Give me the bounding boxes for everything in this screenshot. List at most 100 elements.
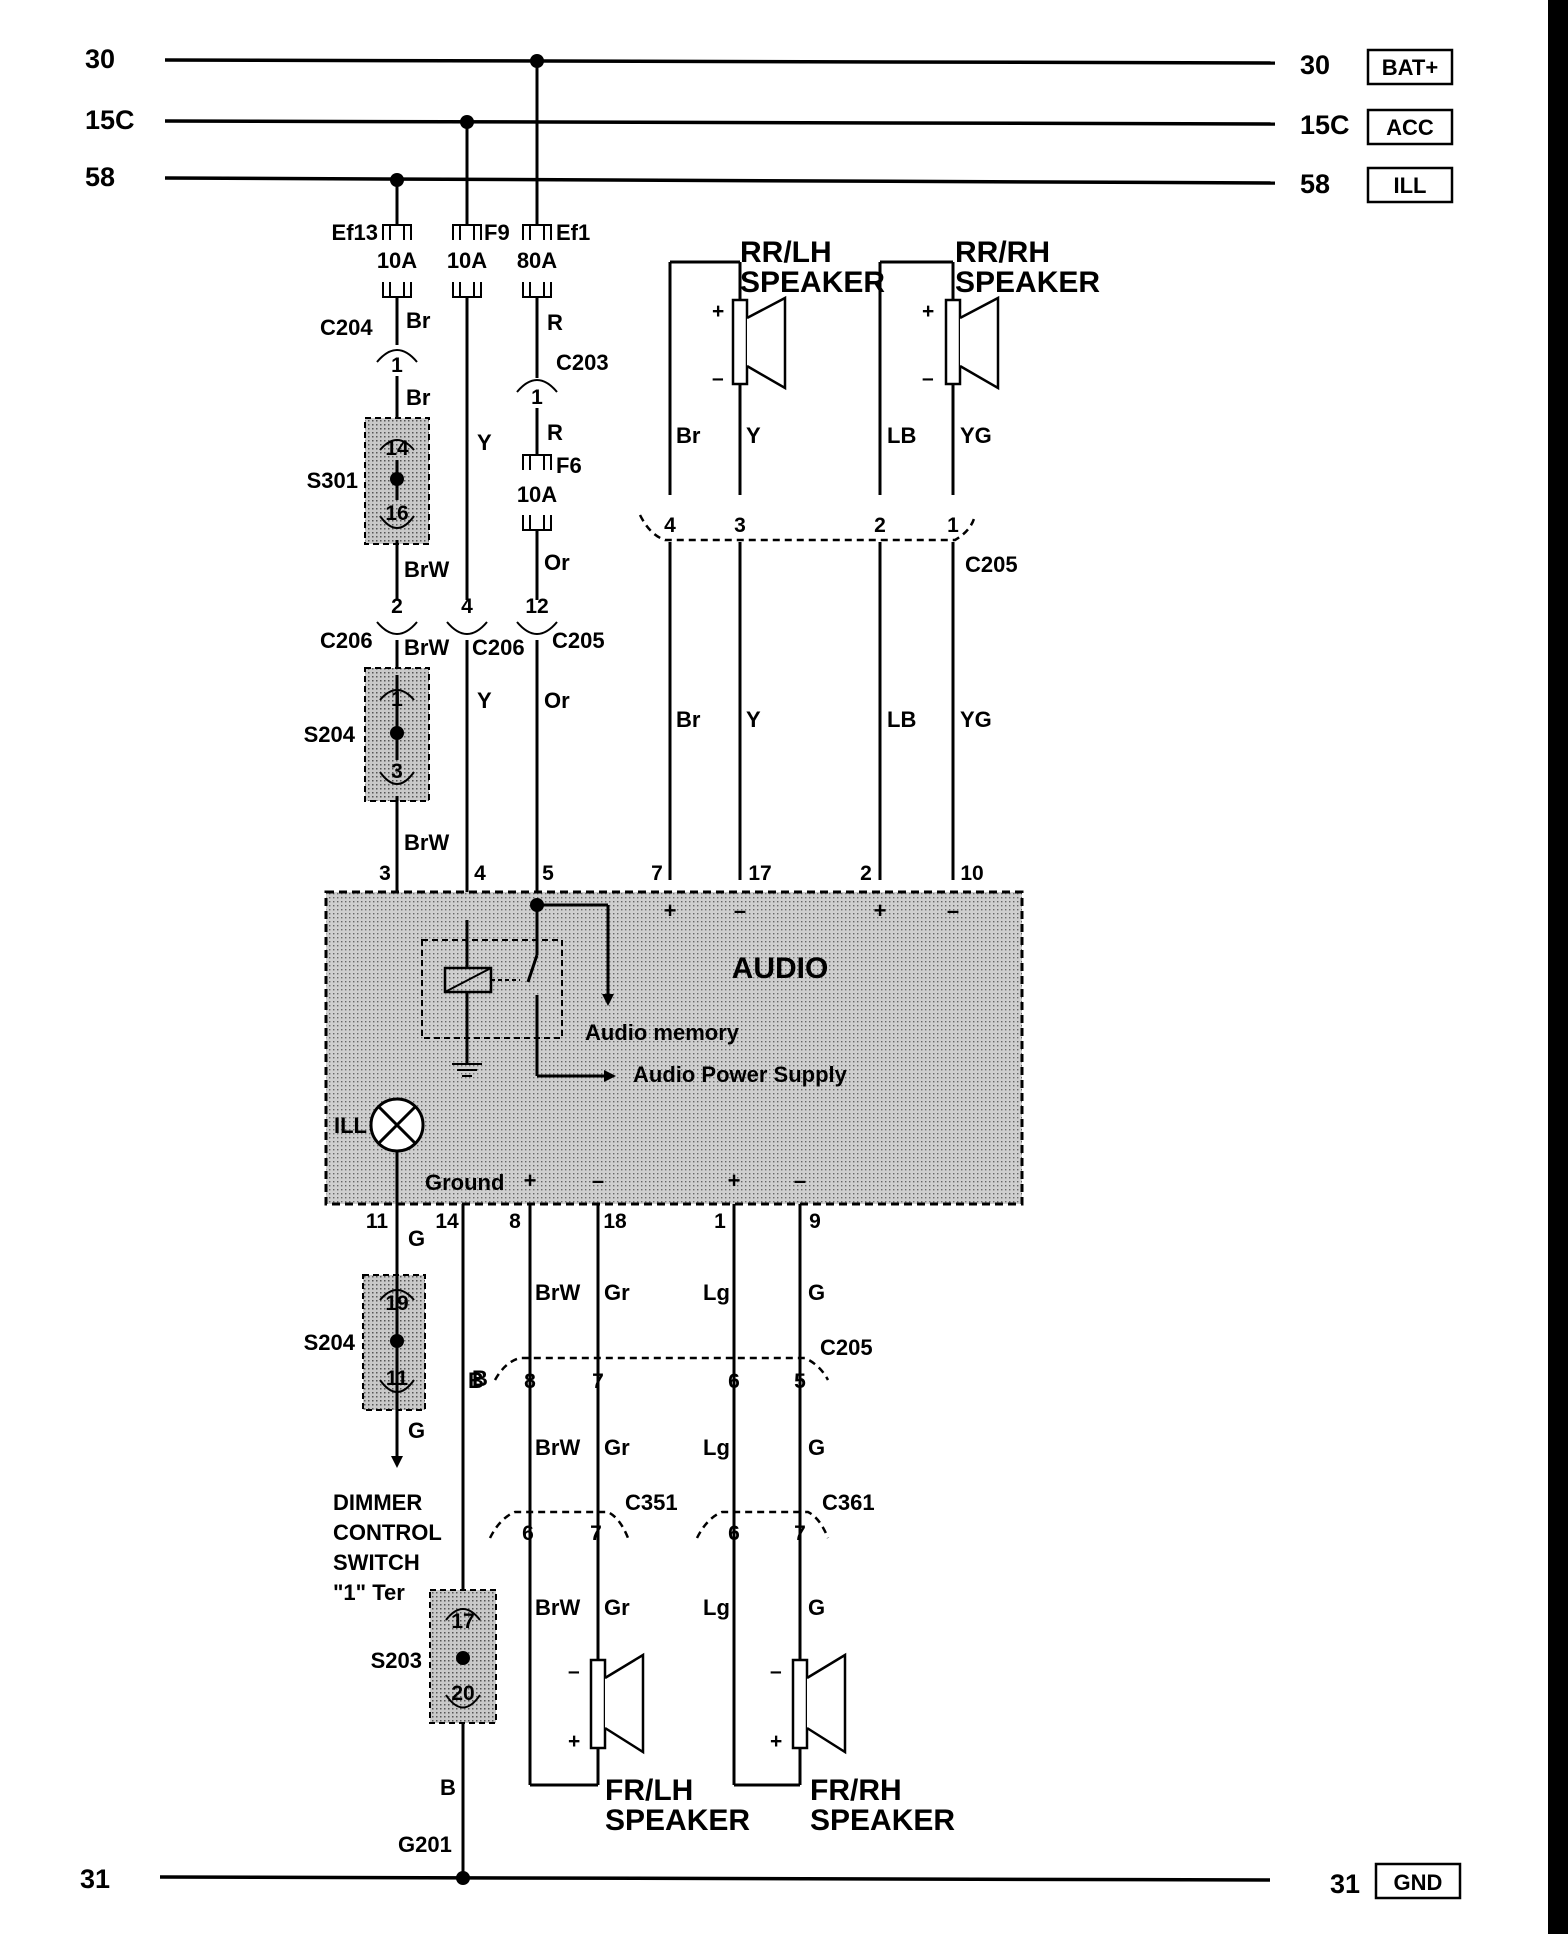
rr-wire-yg-lower: YG xyxy=(960,707,992,732)
audio-pin-14: 14 xyxy=(435,1210,459,1233)
c205-lower-pin-6: 6 xyxy=(728,1370,740,1393)
fuse-f6: F6 10A xyxy=(517,453,582,531)
dimmer-line4: "1" Ter xyxy=(333,1580,405,1605)
audio-top-plus-1: + xyxy=(664,898,677,923)
c206-label-mid: C206 xyxy=(472,635,525,660)
audio-pin-9: 9 xyxy=(809,1210,821,1233)
c205-upper-pin-2: 2 xyxy=(874,514,886,537)
wire-or-label-2: Or xyxy=(544,688,570,713)
splice-s203: 17 20 S203 xyxy=(371,1589,497,1724)
audio-unit: AUDIO + – + – Audio memory Audio Power S… xyxy=(324,890,1024,1245)
wire-br-label-1: Br xyxy=(406,308,431,333)
audio-pin-10: 10 xyxy=(960,862,983,885)
wire-or-label-1: Or xyxy=(544,550,570,575)
fuse-f9: F9 10A xyxy=(447,122,510,298)
wire-y-label-1: Y xyxy=(477,430,492,455)
rail-31: 31 31 GND xyxy=(80,1862,1462,1900)
fuse-f9-rating: 10A xyxy=(447,248,487,273)
c351-pin-6: 6 xyxy=(522,1522,534,1545)
c204-connector-cup xyxy=(376,349,418,363)
wire-g-label-2: G xyxy=(408,1418,425,1443)
fr-rh-plus: + xyxy=(770,1730,782,1753)
s204a-label: S204 xyxy=(304,722,356,747)
s301-pin-bottom: 16 xyxy=(385,502,408,525)
rr-lh-wire-br: Br xyxy=(676,423,701,448)
c204-label: C204 xyxy=(320,315,373,340)
s203-pin-bottom: 20 xyxy=(451,1682,474,1705)
rr-lh-name-line1: RR/LH xyxy=(740,236,832,269)
c205-lower-shell xyxy=(493,1356,830,1381)
audio-pin-18: 18 xyxy=(603,1210,627,1233)
fr-wire-g-1: G xyxy=(808,1280,825,1305)
rail-30: 30 30 BAT+ xyxy=(85,44,1454,86)
rr-rh-name-line2: SPEAKER xyxy=(955,266,1100,299)
audio-pin-7: 7 xyxy=(651,862,663,885)
fr-lh-name-line1: FR/LH xyxy=(605,1774,693,1807)
c205-lower-pin-8: 8 xyxy=(524,1370,536,1393)
s204b-pin-bottom: 11 xyxy=(386,1367,409,1390)
fr-wire-gr-2: Gr xyxy=(604,1435,630,1460)
fuse-ef13-name: Ef13 xyxy=(332,220,378,245)
speaker-fr-lh: – + FR/LH SPEAKER xyxy=(530,1652,750,1837)
fuse-ef1-name: Ef1 xyxy=(556,220,590,245)
c205-label-upper: C205 xyxy=(552,628,605,653)
acc-tag: ACC xyxy=(1386,115,1434,140)
audio-bot-plus-2: + xyxy=(728,1168,741,1193)
fr-wire-lg-3: Lg xyxy=(703,1595,730,1620)
c205-lower-pin-7: 7 xyxy=(592,1370,604,1393)
audio-pin-3: 3 xyxy=(379,862,391,885)
wire-r-label-1: R xyxy=(547,310,563,335)
audio-top-minus-1: – xyxy=(734,898,746,923)
audio-top-minus-2: – xyxy=(947,898,959,923)
g201-label: G201 xyxy=(398,1832,452,1857)
s301-pin-top: 14 xyxy=(385,437,409,460)
audio-bot-minus-1: – xyxy=(592,1168,604,1193)
audio-ground-label: Ground xyxy=(425,1170,504,1195)
rr-rh-name-line1: RR/RH xyxy=(955,236,1050,269)
fr-lh-plus: + xyxy=(568,1730,580,1753)
fr-wire-gr-3: Gr xyxy=(604,1595,630,1620)
ill-lamp-label: ILL xyxy=(334,1113,367,1138)
c205-upper-shell xyxy=(638,514,977,542)
rail-15c-left-label: 15C xyxy=(85,105,135,135)
s204b-label: S204 xyxy=(304,1330,356,1355)
rr-wire-lb-lower: LB xyxy=(887,707,916,732)
rr-rh-minus: – xyxy=(922,367,934,390)
c205-upper-pin-4: 4 xyxy=(664,514,676,537)
c205-upper-pin-1: 1 xyxy=(947,514,959,537)
fr-rh-minus: – xyxy=(770,1660,782,1683)
fr-wire-brw-3: BrW xyxy=(535,1595,580,1620)
c351-shell xyxy=(488,1510,630,1539)
wire-b-label-2: B xyxy=(440,1775,456,1800)
dimmer-line3: SWITCH xyxy=(333,1550,420,1575)
splice-s204-lower: 19 11 S204 xyxy=(304,1245,426,1420)
wire-b-label-1: B xyxy=(468,1368,484,1393)
c205-label-lower: C205 xyxy=(820,1335,873,1360)
rail-15c-right-label: 15C xyxy=(1300,110,1350,140)
audio-pin-5: 5 xyxy=(542,862,554,885)
c361-label: C361 xyxy=(822,1490,875,1515)
rr-rh-plus: + xyxy=(922,300,934,323)
bat-plus-tag-box xyxy=(1366,48,1454,86)
c203-label: C203 xyxy=(556,350,609,375)
fr-wire-g-2: G xyxy=(808,1435,825,1460)
rail-30-left-label: 30 xyxy=(85,44,115,74)
ill-tag-box xyxy=(1366,166,1454,204)
audio-top-plus-2: + xyxy=(874,898,887,923)
wire-g-label-1: G xyxy=(408,1226,425,1251)
s204a-pin-bottom: 3 xyxy=(391,760,403,783)
c205-lower-pin-5: 5 xyxy=(794,1370,806,1393)
wire-brw-label-2: BrW xyxy=(404,635,449,660)
rr-rh-wire-yg: YG xyxy=(960,423,992,448)
rail-58-right-label: 58 xyxy=(1300,169,1330,199)
bat-plus-tag: BAT+ xyxy=(1382,55,1438,80)
audio-memory-label: Audio memory xyxy=(585,1020,740,1045)
fr-wire-gr-1: Gr xyxy=(604,1280,630,1305)
rail-31-right-label: 31 xyxy=(1330,1869,1360,1899)
wire-brw-label-3: BrW xyxy=(404,830,449,855)
rail-15c: 15C 15C ACC xyxy=(85,105,1454,146)
audio-pin-4: 4 xyxy=(474,862,486,885)
c206-label-left: C206 xyxy=(320,628,373,653)
speaker-fr-rh: – + FR/RH SPEAKER xyxy=(734,1652,955,1837)
